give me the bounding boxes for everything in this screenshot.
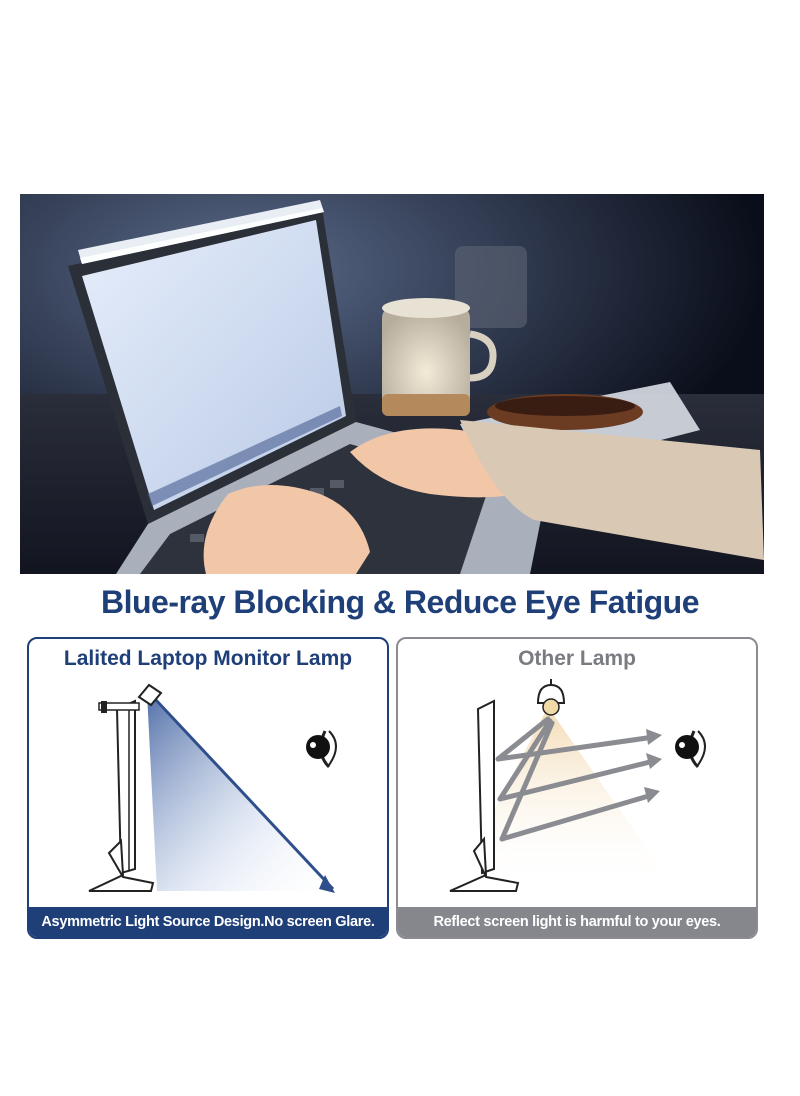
eye-icon: [675, 730, 706, 769]
eye-icon: [306, 730, 337, 769]
panel-title: Lalited Laptop Monitor Lamp: [63, 647, 353, 670]
headline: Blue-ray Blocking & Reduce Eye Fatigue: [100, 584, 700, 620]
comparison-panel-other-lamp: Other Lamp: [396, 637, 758, 939]
panel-caption: Asymmetric Light Source Design.No screen…: [29, 907, 387, 937]
panel-title: Other Lamp: [518, 647, 636, 670]
panel-caption: Reflect screen light is harmful to your …: [398, 907, 756, 937]
glare-light-illustration: [449, 679, 706, 892]
product-photo: [20, 194, 764, 574]
comparison-panel-laptop-lamp: Lalited Laptop Monitor Lamp Asymm: [27, 637, 389, 939]
asymmetric-light-illustration: [88, 683, 337, 893]
